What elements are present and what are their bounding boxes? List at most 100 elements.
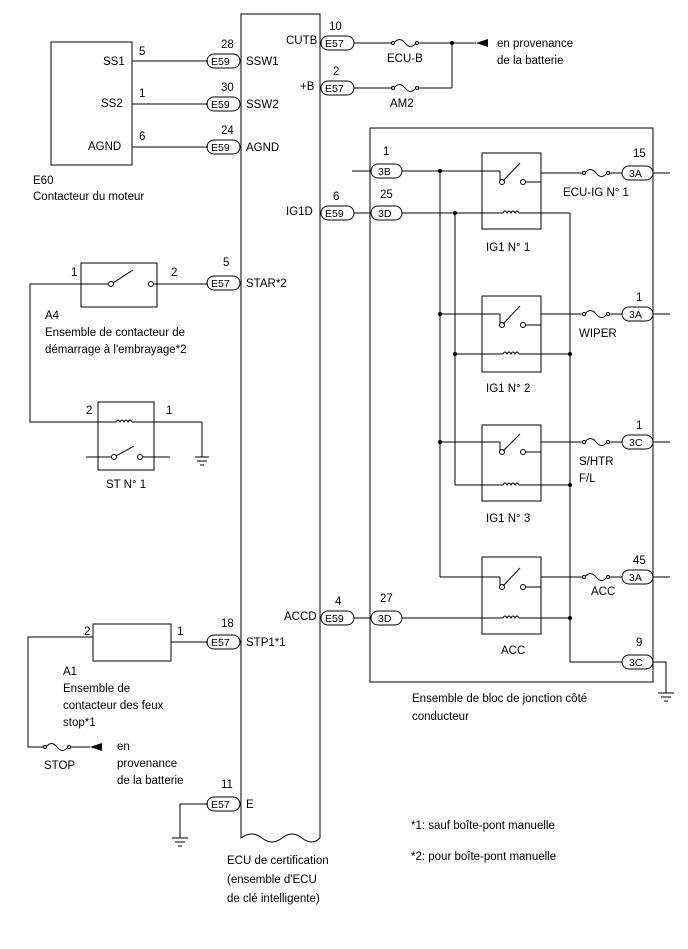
fuse-ecu-ig-label: ECU-IG N° 1	[563, 187, 629, 199]
engine-switch-id: E60	[33, 175, 53, 187]
fuse-am2-label: AM2	[390, 98, 414, 110]
jb-conn-3b-num: 1	[383, 146, 389, 158]
junction-block-label-1: Ensemble de bloc de jonction côté	[412, 693, 587, 705]
jb-conn-3d-acc-num: 27	[380, 593, 393, 605]
ecu-pin-accd-num: 4	[335, 596, 342, 608]
fuse-acc-label: ACC	[591, 586, 615, 598]
jb-conn-3d-acc-label: 3D	[378, 613, 392, 625]
junction-left-connectors	[352, 163, 403, 626]
relay-acc	[481, 556, 542, 635]
relay-ig1-1	[481, 152, 542, 230]
stop-switch-pin-right: 1	[177, 626, 183, 638]
junction-right-connectors	[621, 165, 654, 670]
stop-switch-label-2: contacteur des feux	[63, 700, 164, 712]
ecu-pin-ssw1-conn: E59	[211, 56, 230, 68]
ecu-pin-e-name: E	[246, 799, 254, 811]
ecu-pin-accd-name: ACCD	[284, 611, 317, 623]
clutch-switch-id: A4	[45, 310, 60, 322]
fuse-wiper-icon	[582, 310, 610, 318]
battery-top-label-2: de la batterie	[497, 55, 564, 67]
stop-switch-pin-left: 2	[84, 626, 90, 638]
jb-out-4-conn: 3A	[629, 572, 642, 584]
ecu-right-connectors	[320, 35, 355, 626]
jb-out-5-num: 9	[636, 637, 642, 649]
clutch-switch-label-1: Ensemble de contacteur de	[45, 327, 185, 339]
stop-switch-id: A1	[63, 666, 77, 678]
battery-wires-top	[354, 39, 488, 89]
fuse-wiper-label: WIPER	[579, 328, 617, 340]
ecu-body	[240, 13, 321, 843]
fuse-am2-icon	[391, 84, 419, 92]
stop-switch-box	[27, 623, 208, 751]
engine-switch-pin-ss2-label: SS2	[101, 98, 123, 110]
jb-conn-3d-num: 25	[380, 189, 393, 201]
ecu-pin-cutb-conn: E57	[325, 38, 344, 50]
clutch-switch-wires	[29, 283, 208, 423]
ecu-pin-agnd-name: AGND	[246, 142, 279, 154]
ecu-ground	[172, 803, 208, 847]
clutch-switch-label-2: démarrage à l'embrayage*2	[45, 344, 187, 356]
engine-switch-pin-ss1-num: 5	[139, 46, 145, 58]
ecu-pin-cutb-name: CUTB	[286, 35, 318, 47]
jb-out-1-conn: 3A	[629, 168, 642, 180]
ecu-pin-b-name: +B	[300, 81, 315, 93]
ecu-pin-cutb-num: 10	[329, 21, 342, 33]
ecu-pin-accd-conn: E59	[325, 613, 344, 625]
jb-out-4-num: 45	[633, 555, 646, 567]
ecu-left-connectors	[206, 53, 241, 812]
ecu-label-2: (ensemble d'ECU	[227, 874, 317, 886]
note-2: *2: pour boîte-pont manuelle	[411, 851, 556, 863]
stop-battery-label-2: provenance	[117, 758, 177, 770]
clutch-switch-pin-right: 2	[171, 267, 177, 279]
relay-ig1-3-label: IG1 N° 3	[486, 513, 530, 525]
ecu-pin-stp1-num: 18	[221, 618, 234, 630]
junction-block-box	[369, 127, 654, 683]
ecu-label-1: ECU de certification	[227, 855, 329, 867]
stop-battery-label-3: de la batterie	[117, 775, 184, 787]
ecu-pin-agnd-num: 24	[221, 125, 234, 137]
fuse-shtr-label-2: F/L	[579, 473, 596, 485]
st-relay-pin-right: 1	[166, 405, 172, 417]
fuse-stop-icon	[43, 743, 71, 751]
relay-ig1-3	[481, 424, 542, 502]
ecu-pin-ig1d-conn: E59	[325, 208, 344, 220]
ecu-pin-e-num: 11	[221, 779, 233, 791]
fuse-acc-icon	[582, 573, 610, 581]
fuse-ecu-b-label: ECU-B	[387, 53, 423, 65]
stop-switch-label-1: Ensemble de	[63, 683, 130, 695]
ecu-pin-b-num: 2	[333, 66, 339, 78]
battery-top-label-1: en provenance	[497, 38, 573, 50]
clutch-switch-pin-left: 1	[71, 267, 77, 279]
engine-switch-pin-agnd-num: 6	[139, 131, 145, 143]
fuse-shtr-label: S/HTR	[579, 456, 614, 468]
ecu-pin-star-conn: E57	[211, 278, 230, 290]
relay-ig1-2	[481, 295, 542, 373]
jb-conn-3d-label: 3D	[378, 208, 392, 220]
ecu-pin-e-conn: E57	[211, 799, 230, 811]
engine-switch-pin-ss2-num: 1	[139, 88, 145, 100]
st-relay-box	[86, 401, 209, 471]
fuse-shtr-icon	[582, 438, 610, 446]
engine-switch-pin-ss1-label: SS1	[103, 56, 125, 68]
engine-switch-name: Contacteur du moteur	[33, 191, 144, 203]
ecu-pin-ig1d-name: IG1D	[286, 206, 313, 218]
ecu-pin-star-num: 5	[223, 257, 229, 269]
st-relay-name: ST N° 1	[106, 479, 146, 491]
ecu-pin-stp1-conn: E57	[211, 637, 230, 649]
relay-acc-label: ACC	[501, 645, 525, 657]
note-1: *1: sauf boîte-pont manuelle	[411, 820, 555, 832]
jb-out-5-conn: 3C	[629, 657, 643, 669]
jb-out-2-conn: 3A	[629, 309, 642, 321]
engine-switch-wires	[132, 60, 208, 148]
ecu-pin-ssw1-num: 28	[221, 39, 234, 51]
jb-out-3-num: 1	[636, 420, 642, 432]
stop-switch-label-3: stop*1	[63, 717, 96, 729]
fuse-ecu-b-icon	[391, 39, 419, 47]
junction-output-wires	[541, 172, 670, 578]
junction-block-label-2: conducteur	[412, 711, 469, 723]
clutch-switch-box	[80, 262, 158, 308]
ecu-pin-ssw1-name: SSW1	[246, 56, 279, 68]
ecu-pin-ssw2-conn: E59	[211, 99, 230, 111]
ecu-pin-ssw2-num: 30	[221, 82, 234, 94]
ecu-pin-star-name: STAR*2	[246, 278, 287, 290]
